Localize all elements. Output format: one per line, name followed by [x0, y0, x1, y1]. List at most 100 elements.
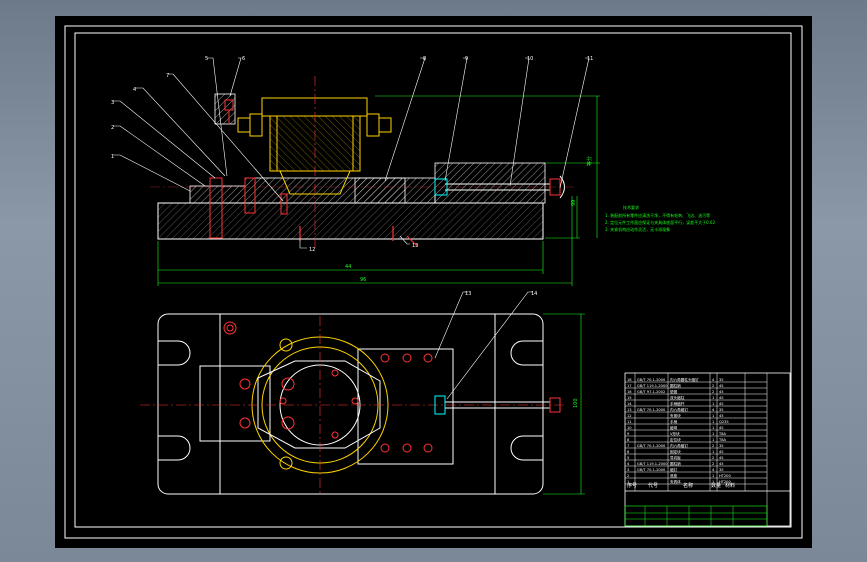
bom-cell: 17	[627, 384, 632, 388]
bom-cell: 圆柱销	[670, 383, 681, 388]
svg-text:12: 12	[309, 247, 315, 253]
bom-cell: 45	[719, 456, 724, 460]
bom-cell: 10	[627, 426, 632, 430]
bom-cell: V形块	[670, 431, 680, 436]
bom-cell: 手柄蟺杆	[670, 401, 685, 406]
front-section-view: 44 96 等分 99 1 2 3 4 5 6 7 8	[111, 56, 600, 286]
bom-cell: 35	[719, 378, 724, 382]
bom-cell: 蟺母	[670, 425, 678, 430]
bom-cell: GB/T 70.1-2000	[637, 444, 666, 448]
bom-cell: 2	[712, 384, 714, 388]
svg-text:序号: 序号	[627, 482, 637, 489]
bom-cell: HT200	[719, 474, 731, 478]
bom-cell: 5	[627, 456, 629, 460]
svg-text:7: 7	[166, 73, 169, 79]
notes-line-1: 1. 装配前所有零件应清洗干净，不得有毛刺、飞边、油污等	[605, 212, 710, 218]
bom-cell: 1	[712, 438, 714, 442]
bom-cell: 内六角蟺钉	[670, 443, 688, 448]
bom-cell: 导向板	[670, 455, 681, 460]
bom-cell: T8A	[718, 438, 726, 442]
bom-cell: 2	[712, 390, 714, 394]
svg-text:1: 1	[111, 154, 114, 160]
bom-cell: 13	[627, 408, 632, 412]
bom-cell: 35	[719, 444, 724, 448]
svg-text:11: 11	[587, 56, 593, 62]
balloon-leaders	[113, 57, 590, 249]
dim-text-height: 等分	[586, 156, 593, 166]
bom-cell: 内六角蟺钉	[670, 407, 688, 412]
bom-cell: GB/T 70.1-2000	[637, 408, 666, 412]
dim-text-width-inner: 44	[345, 264, 351, 270]
svg-text:3: 3	[111, 100, 114, 106]
bom-cell: 蟺钉	[670, 467, 678, 472]
balloon-labels-front: 1 2 3 4 5 6 7 8 9 10 11 12 13	[111, 56, 593, 253]
bom-cell: 圆柱销	[670, 461, 681, 466]
bom-cell: 1	[627, 480, 629, 484]
bom-cell: 1	[712, 420, 714, 424]
bom-cell: 2	[712, 456, 714, 460]
bom-cell: 45	[719, 384, 724, 388]
bom-cell: 9	[627, 432, 630, 436]
bom-cell: GB/T 70.1-2000	[637, 468, 666, 472]
bom-cell: 45	[719, 462, 724, 466]
bom-cell: 16	[627, 390, 632, 394]
bom-cell: 14	[627, 402, 632, 406]
bom-cell: 2	[712, 444, 714, 448]
bom-cell: 1	[712, 414, 714, 418]
notes-line-2: 2. 定位元件工作面应保证与夹具体底面平行，误差不大于0.02	[605, 219, 715, 225]
balloon-label: 14	[531, 291, 537, 297]
bom-cell: 45	[719, 426, 724, 430]
bom-cell: 7	[627, 444, 629, 448]
bom-header: 序号 代号 名称 数量 材料	[627, 482, 735, 489]
bom-cell: 固定块	[670, 449, 681, 454]
bom-cell: 18	[627, 378, 632, 382]
bom-cell: 2	[712, 462, 714, 466]
svg-text:9: 9	[465, 56, 468, 62]
cad-drawing-viewport[interactable]: 44 96 等分 99 1 2 3 4 5 6 7 8	[55, 16, 812, 548]
drawing-canvas[interactable]: 44 96 等分 99 1 2 3 4 5 6 7 8	[55, 16, 812, 548]
bom-cell: 3	[627, 468, 629, 472]
dim-text-width-outer: 96	[360, 277, 366, 283]
bom-cell: 1	[712, 426, 714, 430]
bom-cell: 4	[627, 462, 630, 466]
bom-cell: 底座	[670, 473, 678, 478]
svg-text:2: 2	[111, 125, 114, 131]
svg-text:数量: 数量	[711, 482, 721, 489]
bom-cell: 2	[627, 474, 629, 478]
bom-cell: 45	[719, 396, 724, 400]
bom-cell: 1	[712, 450, 714, 454]
bom-cell: 垫圈	[670, 389, 678, 394]
bom-cell: 1	[712, 480, 714, 484]
notes-line-3: 3. 夹紧机构应动作灵活，无卡滞现象	[605, 226, 670, 232]
bom-cell: 45	[719, 390, 724, 394]
bom-cell: 1	[712, 402, 714, 406]
bom-cell: 4	[712, 408, 715, 412]
plan-holes	[223, 321, 433, 453]
plan-view: 100 13 14	[140, 291, 585, 496]
svg-text:代号: 代号	[648, 482, 658, 489]
svg-text:10: 10	[527, 56, 533, 62]
bom-cell: 8	[627, 438, 630, 442]
dim-text-height-b: 99	[571, 200, 577, 206]
balloon-label: 13	[465, 291, 471, 297]
bom-cell: 4	[712, 378, 715, 382]
dim-text-plan-height: 100	[573, 398, 579, 408]
svg-text:名称: 名称	[683, 482, 693, 489]
bom-cell: 6	[627, 450, 630, 454]
bom-cell: Q235	[719, 420, 729, 424]
svg-text:材料: 材料	[725, 482, 735, 489]
bom-cell: 夹紧块	[670, 413, 681, 418]
bom-cell: 内六角圆柱头蟺钉	[670, 377, 699, 382]
bom-cell: 4	[712, 468, 715, 472]
bom-cell: T8A	[718, 432, 726, 436]
svg-text:8: 8	[423, 56, 426, 62]
bom-cell: 1	[712, 432, 714, 436]
inner-border	[74, 32, 792, 528]
bom-cell: 1	[712, 396, 714, 400]
bom-cell: 夹具体	[670, 479, 681, 484]
bom-cell: GB/T 119.1-2000	[637, 384, 668, 388]
bom-cell: 定位块	[670, 437, 681, 442]
bom-cell: 11	[627, 420, 632, 424]
bom-cell: 15	[627, 396, 632, 400]
bom-cell: HT200	[719, 480, 731, 484]
